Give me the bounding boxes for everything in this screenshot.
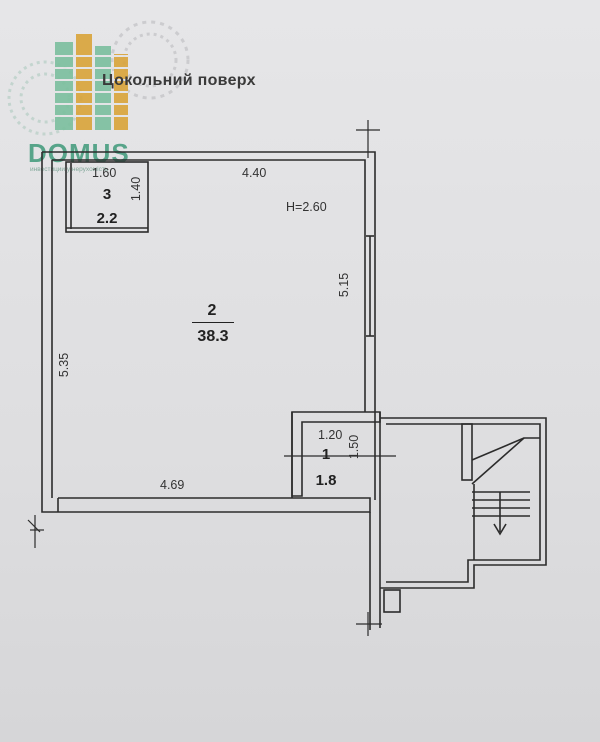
room-3-number: 3 bbox=[102, 186, 112, 203]
logo-tagline: инвестиции у нерухомість bbox=[30, 166, 109, 173]
room-2-divider bbox=[192, 322, 234, 323]
outer-wall bbox=[41, 151, 376, 500]
room-2-number: 2 bbox=[207, 302, 217, 319]
room-1-number: 1 bbox=[321, 446, 331, 463]
ceiling-height: H=2.60 bbox=[286, 200, 327, 214]
logo-name: DOMUS bbox=[28, 138, 130, 168]
room-3-outline bbox=[65, 161, 149, 233]
room-1-area: 1.8 bbox=[315, 472, 337, 489]
dim-right-wall: 5.15 bbox=[337, 272, 351, 298]
dim-bottom-wall: 4.69 bbox=[160, 478, 185, 492]
dim-room3-depth: 1.40 bbox=[129, 176, 143, 202]
stairwell-outline bbox=[380, 417, 547, 589]
inner-wall-outline bbox=[51, 159, 366, 498]
room-3-area: 2.2 bbox=[96, 210, 118, 227]
floor-title: Цокольний поверх bbox=[102, 72, 256, 89]
bottom-wall bbox=[41, 497, 371, 513]
logo-buildings bbox=[55, 34, 128, 130]
dim-room3-width: 1.60 bbox=[92, 166, 117, 180]
dim-room1-depth: 1.50 bbox=[347, 434, 361, 460]
room-2-area: 38.3 bbox=[197, 328, 229, 345]
dim-left-wall: 5.35 bbox=[57, 352, 71, 378]
dim-room1-width: 1.20 bbox=[318, 428, 343, 442]
dim-top-wall: 4.40 bbox=[242, 166, 267, 180]
